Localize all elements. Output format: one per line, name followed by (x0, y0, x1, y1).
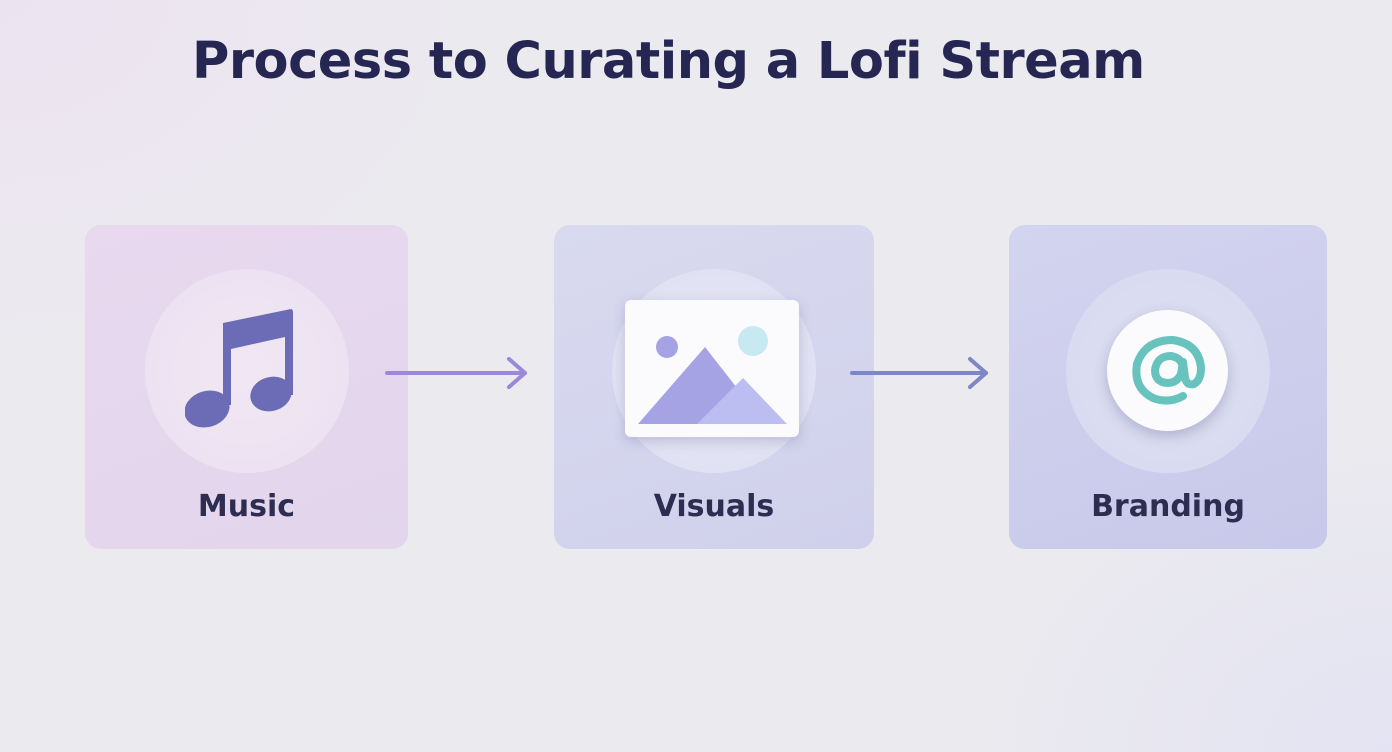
branding-badge (1107, 310, 1228, 431)
step-card-branding: Branding (1009, 225, 1327, 549)
image-frame (625, 300, 799, 437)
music-note-icon (185, 309, 293, 428)
step-label-visuals: Visuals (653, 489, 775, 524)
icon-circle (144, 269, 349, 473)
page-title: Process to Curating a Lofi Stream (192, 32, 1145, 91)
arrow-right-icon (385, 357, 527, 389)
step-card-music: Music (85, 225, 408, 549)
at-sign-icon (1132, 336, 1205, 405)
step-label-branding: Branding (1091, 489, 1245, 524)
arrow-right-icon (850, 357, 988, 389)
step-label-music: Music (197, 489, 296, 524)
image-icon (638, 326, 787, 424)
step-card-visuals: Visuals (554, 225, 874, 549)
